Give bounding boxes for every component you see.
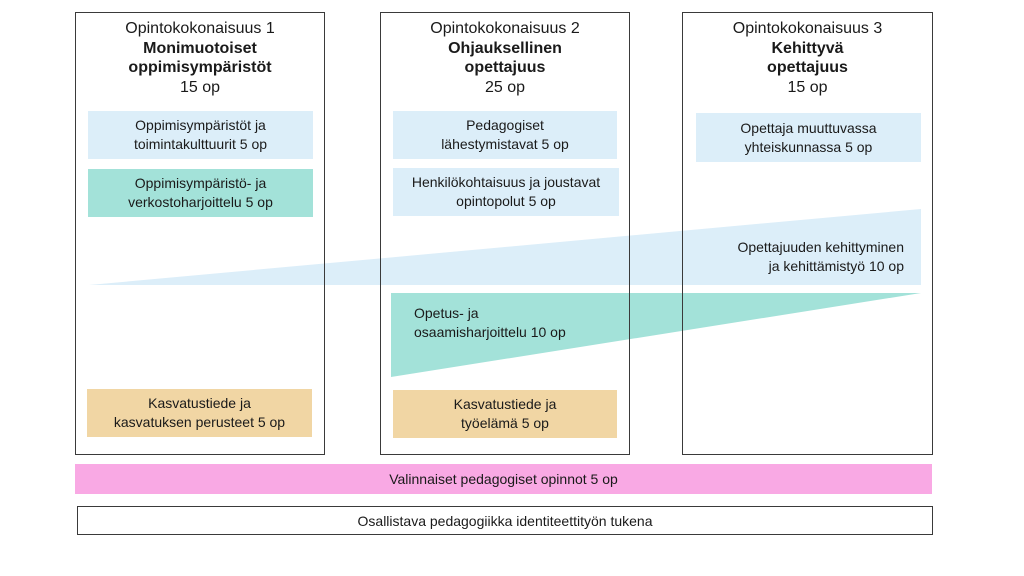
course-personalisation: Henkilökohtaisuus ja joustavat opintopol… xyxy=(393,168,619,216)
module-3-credits: 15 op xyxy=(787,78,828,96)
module-1-credits: 15 op xyxy=(179,78,221,96)
course-learning-environments: Oppimisympäristöt ja toimintakulttuurit … xyxy=(88,111,313,159)
module-2-heading: Opintokokonaisuus 2 xyxy=(430,20,580,37)
module-1-name-line1: Monimuotoiset xyxy=(143,39,257,57)
practice-wedge xyxy=(391,293,921,377)
study-module-1: Opintokokonaisuus 1 Monimuotoiset oppimi… xyxy=(75,12,325,455)
module-2-name-line2: opettajuus xyxy=(464,59,546,76)
course-education-working-life: Kasvatustiede ja työelämä 5 op xyxy=(393,390,617,438)
module-2-name-line1: Ohjauksellinen xyxy=(448,39,562,57)
module-1-name-line2: oppimisympäristöt xyxy=(128,59,272,76)
module-1-heading: Opintokokonaisuus 1 xyxy=(125,20,275,37)
course-pedagogical-approaches: Pedagogiset lähestymistavat 5 op xyxy=(393,111,617,159)
electives-bar: Valinnaiset pedagogiset opinnot 5 op xyxy=(75,464,932,494)
identity-bar: Osallistava pedagogiikka identiteettityö… xyxy=(77,506,933,535)
development-wedge-label: Opettajuuden kehittyminen ja kehittämist… xyxy=(737,239,904,274)
module-3-name-line2: opettajuus xyxy=(767,59,848,76)
practice-wedge-label: Opetus- ja osaamisharjoittelu 10 op xyxy=(414,305,566,340)
study-module-3: Opintokokonaisuus 3 Kehittyvä opettajuus… xyxy=(682,12,933,455)
module-3-heading: Opintokokonaisuus 3 xyxy=(732,20,883,37)
development-wedge xyxy=(89,209,921,285)
course-environment-practice: Oppimisympäristö- ja verkostoharjoittelu… xyxy=(88,169,313,217)
course-changing-society: Opettaja muuttuvassa yhteiskunnassa 5 op xyxy=(696,113,921,162)
module-3-title: Opintokokonaisuus 3 Kehittyvä opettajuus… xyxy=(683,19,932,97)
module-3-name-line1: Kehittyvä xyxy=(771,39,844,57)
course-education-basics: Kasvatustiede ja kasvatuksen perusteet 5… xyxy=(87,389,312,437)
module-1-title: Opintokokonaisuus 1 Monimuotoiset oppimi… xyxy=(76,19,324,97)
study-module-2: Opintokokonaisuus 2 Ohjauksellinen opett… xyxy=(380,12,630,455)
module-2-title: Opintokokonaisuus 2 Ohjauksellinen opett… xyxy=(381,19,629,97)
module-2-credits: 25 op xyxy=(484,78,526,96)
